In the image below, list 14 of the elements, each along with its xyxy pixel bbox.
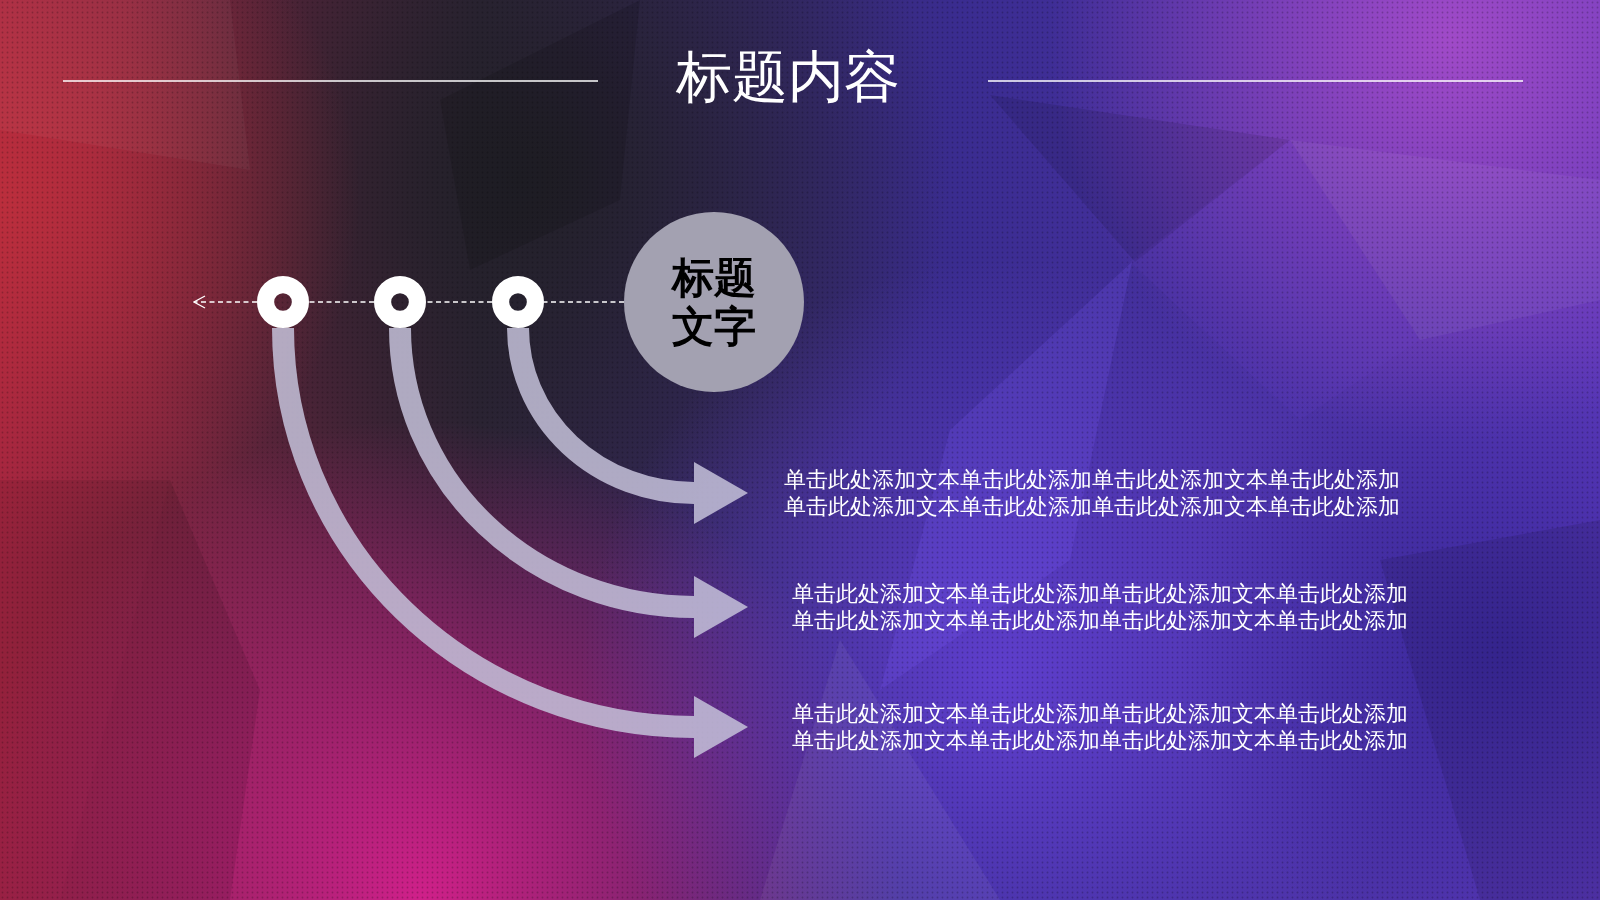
dashed-line [308,301,375,303]
body-text: 单击此处添加文本单击此处添加单击此处添加文本单击此处添加单击此处添加文本单击此处添加单击此处添加文本单击此处添加 [784,466,1401,520]
curved-arrow [507,327,748,524]
ring-marker [257,276,309,328]
dashed-arrow [193,295,258,309]
ring-marker [492,276,544,328]
slide-title: 标题内容 [676,45,900,109]
dashed-line [425,301,493,303]
dashed-line [543,301,625,303]
ring-marker [374,276,426,328]
body-text: 单击此处添加文本单击此处添加单击此处添加文本单击此处添加单击此处添加文本单击此处添加单击此处添加文本单击此处添加 [792,700,1409,754]
curved-arrow [272,327,748,758]
curved-arrow [389,327,748,638]
body-text: 单击此处添加文本单击此处添加单击此处添加文本单击此处添加单击此处添加文本单击此处添加单击此处添加文本单击此处添加 [792,580,1409,634]
